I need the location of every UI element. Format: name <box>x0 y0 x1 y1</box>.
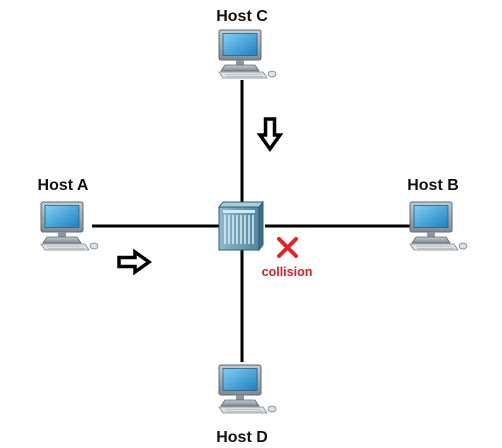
host-d: Host D <box>216 364 277 446</box>
host-b-computer-icon <box>409 201 468 251</box>
host-b-label: Host B <box>407 177 459 194</box>
host-b: Host B <box>407 177 468 251</box>
collision-marker: collision <box>262 237 313 279</box>
host-c-computer-icon <box>218 29 277 79</box>
host-d-computer-icon <box>218 364 277 414</box>
host-c-label: Host C <box>216 8 268 25</box>
hub-icon <box>217 200 265 252</box>
collision-label: collision <box>262 265 313 279</box>
host-c: Host C <box>216 8 277 79</box>
cables <box>92 80 414 362</box>
x-mark-icon <box>277 237 298 258</box>
host-a-label: Host A <box>38 177 89 194</box>
arrow-right-icon <box>117 250 151 274</box>
host-a: Host A <box>38 177 99 251</box>
host-d-label: Host D <box>216 429 268 446</box>
arrow-down-icon <box>258 117 282 151</box>
host-a-computer-icon <box>40 201 99 251</box>
